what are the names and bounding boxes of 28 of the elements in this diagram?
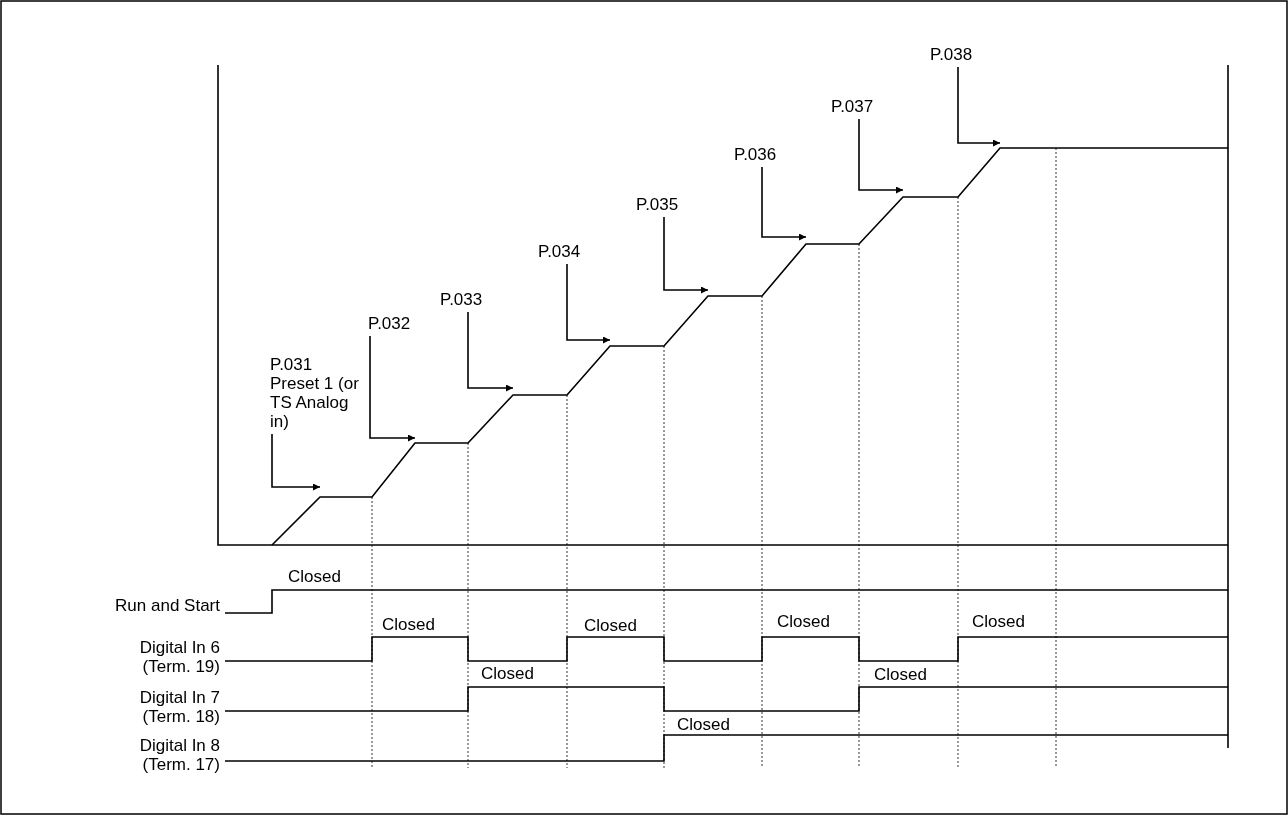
leader-arrow: [369, 335, 416, 442]
parameter-label: P.034: [538, 242, 581, 261]
state-label: Closed: [874, 665, 927, 684]
leader-arrow: [761, 166, 807, 241]
leader-arrow: [467, 311, 514, 392]
leader-arrow: [957, 66, 1001, 147]
state-label: Closed: [972, 612, 1025, 631]
parameter-label: P.035: [636, 195, 679, 214]
parameter-label: P.036: [734, 145, 777, 164]
leader-arrow: [663, 216, 709, 294]
signal-name: Digital In 6 (Term. 19): [138, 638, 220, 676]
parameter-label: P.033: [440, 290, 483, 309]
parameter-label: P.038: [930, 45, 973, 64]
state-label: Closed: [288, 567, 341, 586]
leader-arrow: [858, 118, 904, 194]
state-label: Closed: [382, 615, 435, 634]
state-label: Closed: [777, 612, 830, 631]
parameter-label: P.037: [831, 97, 874, 116]
leader-arrow: [271, 433, 321, 491]
state-label: Closed: [481, 664, 534, 683]
signal-name: Digital In 8 (Term. 17): [138, 736, 220, 774]
signal-name: Run and Start: [114, 596, 220, 615]
state-label: Closed: [584, 616, 637, 635]
state-label: Closed: [677, 715, 730, 734]
parameter-label: P.031 Preset 1 (or TS Analog in): [270, 355, 365, 431]
signal-name: Digital In 7 (Term. 18): [138, 688, 220, 726]
parameter-label: P.032: [368, 314, 411, 333]
leader-arrow: [566, 263, 611, 344]
